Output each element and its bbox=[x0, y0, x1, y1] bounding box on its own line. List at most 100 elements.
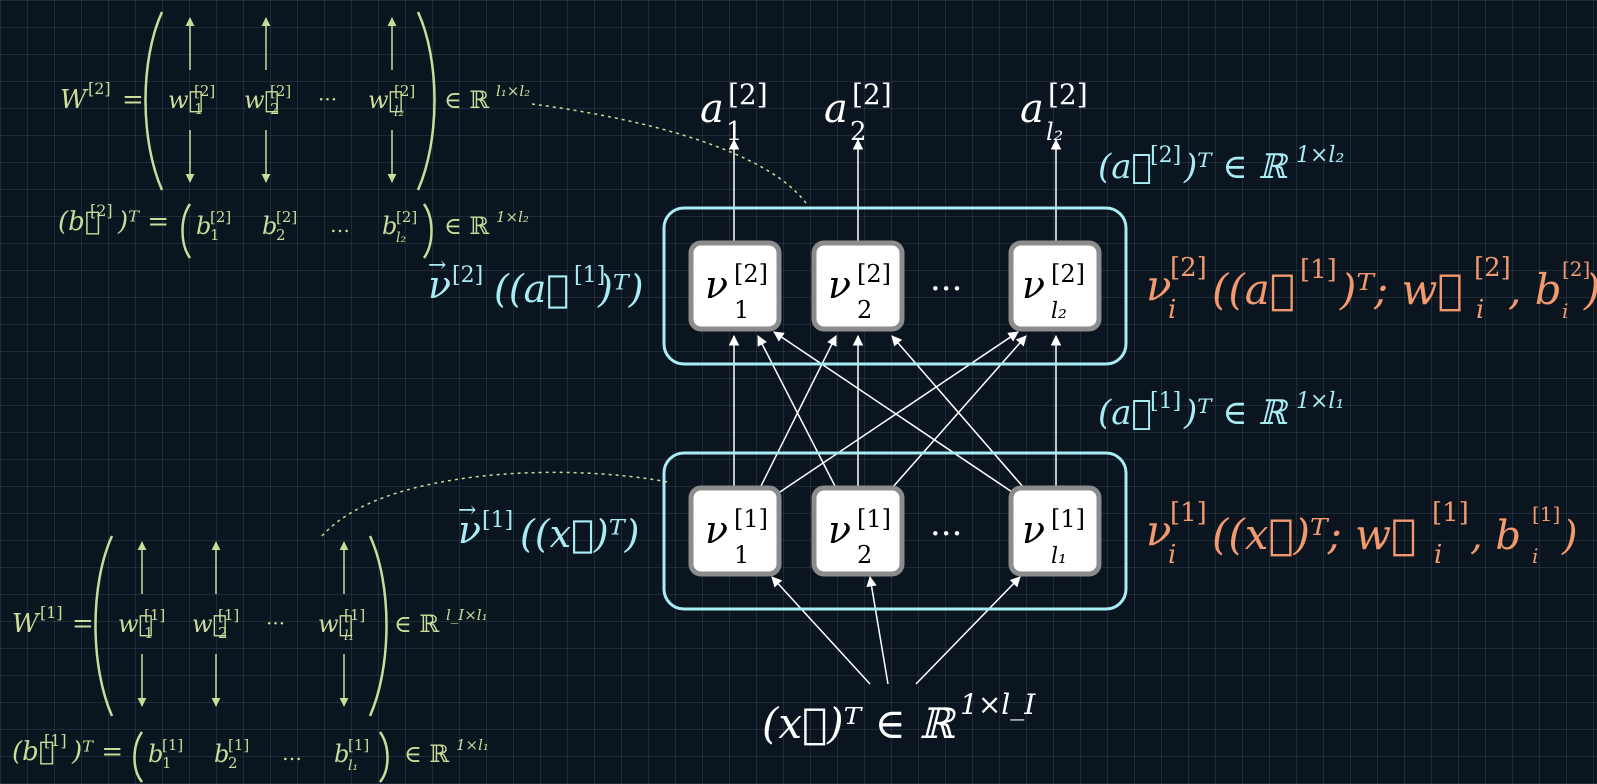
l2-space-sup: [2] bbox=[1150, 143, 1181, 168]
l2-node-3-name: ν bbox=[1022, 263, 1045, 307]
b2-space: ∈ ℝ bbox=[444, 212, 490, 240]
layer2-nodes: ν [2] 1 ν [2] 2 ··· ν [2] l₂ bbox=[688, 240, 1102, 332]
l2-node-2-sup: [2] bbox=[857, 260, 891, 288]
W1-col1-v: w⃗ bbox=[118, 610, 153, 638]
l1-fn-b-sup: [1] bbox=[1532, 502, 1560, 526]
W2-col2-v: w⃗ bbox=[244, 86, 279, 114]
b2-dots: … bbox=[330, 213, 350, 237]
b1-e2-v: b bbox=[214, 740, 229, 768]
l1-fn-sup: [1] bbox=[1170, 498, 1207, 528]
l2-space-rest: )ᵀ ∈ ℝ bbox=[1183, 147, 1289, 187]
l1-node-3-sub: l₁ bbox=[1051, 544, 1067, 569]
layer1-box bbox=[662, 451, 1128, 611]
b2-left-paren bbox=[181, 203, 192, 259]
layer2-label-nu: ν bbox=[428, 263, 451, 307]
b1-space: ∈ ℝ bbox=[404, 740, 450, 768]
edge-input-to-l1-node1 bbox=[771, 576, 871, 685]
W2-sup: [2] bbox=[88, 79, 111, 98]
l1-fn-w-sup: [1] bbox=[1432, 498, 1469, 528]
output-3-sup: [2] bbox=[1048, 78, 1088, 111]
layer2-label-sup: [2] bbox=[452, 263, 483, 288]
layer1-output-space: (a⃗ [1] )ᵀ ∈ ℝ 1×l₁ bbox=[1098, 389, 1344, 433]
b1-sup: [1] bbox=[44, 731, 67, 750]
l1-space-sup: [1] bbox=[1150, 389, 1181, 414]
l2-space-dim: 1×l₂ bbox=[1296, 143, 1344, 168]
layer1-label-sup: [1] bbox=[482, 508, 513, 533]
layer1-label-vec: → bbox=[458, 498, 476, 523]
l2-fn-b-sup: [2] bbox=[1562, 257, 1590, 281]
l2-fn-b-sub: i bbox=[1562, 299, 1568, 323]
W2-col3-sup: [2] bbox=[394, 82, 415, 100]
layer1-function: ν [1] i ((x⃗)ᵀ; w⃗ [1] i , b [1] i ) bbox=[1146, 498, 1578, 570]
input-text: (x⃗)ᵀ ∈ ℝ bbox=[762, 699, 957, 748]
matrix-W1: W [1] = w⃗ [1] 1 w⃗ [1] 2 ··· w⃗ [1] l₁ … bbox=[12, 535, 488, 717]
W2-col3-sub: l₂ bbox=[394, 104, 404, 120]
l1-space-dim: 1×l₁ bbox=[1296, 389, 1344, 414]
b1-lhs: (b⃗ bbox=[12, 737, 54, 767]
output-1-name: a bbox=[700, 86, 724, 132]
b1-left-paren bbox=[133, 731, 144, 783]
l1-space-rest: )ᵀ ∈ ℝ bbox=[1183, 393, 1289, 433]
l2-fn-w-sub: i bbox=[1476, 295, 1484, 325]
l2-node-3[interactable]: ν [2] l₂ bbox=[1008, 240, 1102, 332]
l1-node-1[interactable]: ν [1] 1 bbox=[688, 485, 782, 577]
l2-node-2[interactable]: ν [2] 2 bbox=[811, 240, 905, 332]
edge-input-to-l1-node2 bbox=[866, 575, 889, 685]
b2-rest: )ᵀ = bbox=[117, 207, 169, 237]
l1-node-1-sub: 1 bbox=[734, 541, 749, 569]
edge-l1n2-l2n1 bbox=[757, 335, 837, 489]
l1-node-3[interactable]: ν [1] l₁ bbox=[1008, 485, 1102, 577]
W1-col2-sub: 2 bbox=[218, 624, 228, 642]
edge-l1n1-l2n2 bbox=[759, 335, 837, 489]
layer1-nodes: ν [1] 1 ν [1] 2 ··· ν [1] l₁ bbox=[688, 485, 1102, 577]
l2-fn-body-sup: [1] bbox=[1300, 255, 1337, 285]
edge-l1n2-l2n3 bbox=[891, 335, 1027, 489]
W2-left-paren bbox=[144, 11, 164, 191]
b2-e2-sup: [2] bbox=[276, 208, 297, 226]
l1-node-3-sup: [1] bbox=[1051, 505, 1085, 533]
W2-col3-v: w⃗ bbox=[368, 86, 403, 114]
l1-fn-w-sub: i bbox=[1434, 540, 1442, 570]
W2-right-paren bbox=[416, 11, 436, 191]
l1-space-lhs: (a⃗ bbox=[1098, 393, 1152, 433]
outputs: a [2] 1 a [2] 2 a [2] l₂ bbox=[700, 78, 1088, 147]
l1-node-2-sub: 2 bbox=[857, 541, 872, 569]
l2-fn-nu: ν bbox=[1146, 261, 1172, 310]
layer2-label: ν → [2] ((a⃗ [1] )ᵀ) bbox=[428, 253, 644, 311]
l2-node-2-name: ν bbox=[828, 263, 851, 307]
W1-eq: = bbox=[72, 609, 94, 639]
l1-dots: ··· bbox=[930, 514, 962, 554]
W1-col2-v: w⃗ bbox=[192, 610, 227, 638]
b1-e3-v: b bbox=[334, 740, 349, 768]
l2-fn-close: ) bbox=[1583, 265, 1597, 314]
l2-fn-sup: [2] bbox=[1170, 253, 1207, 283]
l1-fn-close: ) bbox=[1561, 513, 1578, 559]
b1-dots: … bbox=[282, 741, 302, 765]
b1-dim: 1×l₁ bbox=[456, 736, 489, 754]
l1-fn-comma: , b bbox=[1470, 513, 1521, 559]
l2-node-1[interactable]: ν [2] 1 bbox=[688, 240, 782, 332]
output-3-sub: l₂ bbox=[1046, 118, 1063, 146]
l1-fn-sub: i bbox=[1168, 540, 1176, 570]
l1-node-2[interactable]: ν [1] 2 bbox=[811, 485, 905, 577]
l2-node-3-sup: [2] bbox=[1051, 260, 1085, 288]
output-2-sub: 2 bbox=[850, 117, 867, 147]
connections bbox=[728, 138, 1062, 685]
l2-space-lhs: (a⃗ bbox=[1098, 147, 1152, 187]
W1-left-paren bbox=[94, 535, 114, 717]
b2-lhs: (b⃗ bbox=[58, 207, 100, 237]
edge-l1n3-l2n2 bbox=[891, 335, 1025, 489]
l2-node-1-sup: [2] bbox=[734, 260, 768, 288]
layer1-label-nu: ν bbox=[458, 508, 481, 552]
b2-e3-sup: [2] bbox=[396, 208, 417, 226]
vector-b2: (b⃗ [2] )ᵀ = b [2] 1 b [2] 2 … b [2] l₂ … bbox=[58, 201, 529, 259]
W2-dim: l₁×l₂ bbox=[496, 82, 530, 100]
W2-eq: = bbox=[122, 85, 144, 115]
b2-e2-v: b bbox=[262, 212, 277, 240]
l1-fn-b-sub: i bbox=[1532, 544, 1538, 568]
b1-e1-sup: [1] bbox=[162, 736, 183, 754]
connector-w1-to-layer1 bbox=[321, 471, 669, 537]
W2-space: ∈ ℝ bbox=[444, 86, 490, 114]
layer2-label-arg-end: )ᵀ) bbox=[597, 267, 644, 311]
W1-col1-sup: [1] bbox=[144, 606, 165, 624]
